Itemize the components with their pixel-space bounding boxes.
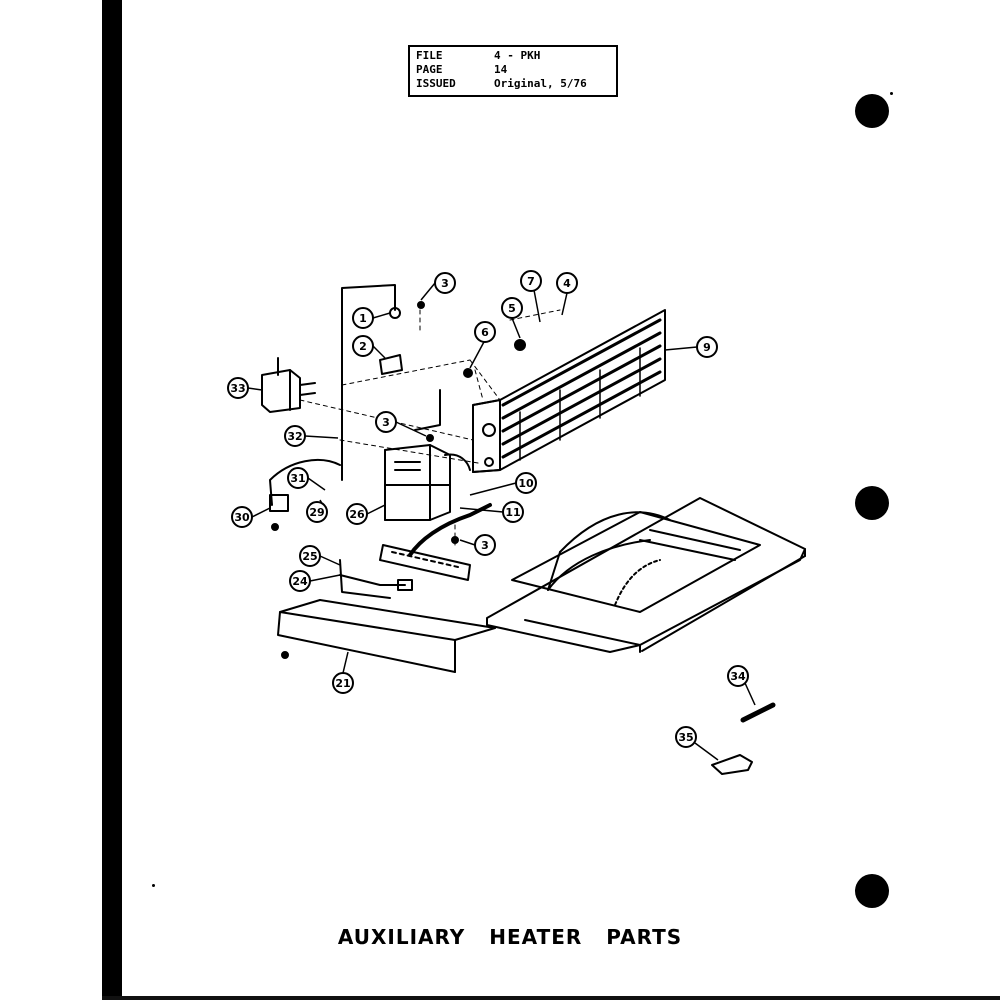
- callout-3c: 3: [459, 534, 496, 556]
- limit-switch: [269, 459, 341, 512]
- callout-26: 26: [346, 503, 386, 525]
- scan-speck: [890, 92, 893, 95]
- file-value: 4 - PKH: [494, 49, 541, 62]
- callout-3a: 3: [420, 272, 456, 301]
- binder-hole-top: [855, 94, 889, 128]
- callout-6: 6: [469, 321, 496, 369]
- callout-label-30: 30: [234, 511, 250, 524]
- callout-34: 34: [727, 665, 756, 706]
- callout-label-3: 3: [382, 416, 390, 429]
- callout-label-1: 1: [359, 312, 367, 325]
- callout-label-29: 29: [309, 506, 324, 519]
- callout-label-2: 2: [359, 340, 367, 353]
- callout-label-24: 24: [292, 575, 308, 588]
- issued-value: Original, 5/76: [494, 77, 587, 90]
- callout-label-33: 33: [230, 382, 245, 395]
- callout-label-3: 3: [441, 277, 449, 290]
- callout-5: 5: [501, 297, 523, 339]
- binder-hole-bottom: [855, 874, 889, 908]
- terminal-strip: [339, 544, 471, 599]
- callout-10: 10: [469, 472, 537, 496]
- callout-3b: 3: [375, 411, 427, 437]
- caption-word-2: HEATER: [489, 925, 583, 949]
- caption-word-3: PARTS: [606, 925, 683, 949]
- callout-label-32: 32: [287, 430, 302, 443]
- callouts: 1 2 3 3 3 4 5 6 7 9 10 11 21 24 25 26 29…: [227, 270, 756, 761]
- callout-11: 11: [459, 501, 524, 523]
- callout-label-34: 34: [730, 670, 746, 683]
- binding-strip: [102, 0, 122, 1000]
- page-row: PAGE 14: [416, 63, 610, 77]
- callout-4: 4: [556, 272, 578, 316]
- callout-1: 1: [352, 307, 391, 329]
- callout-label-7: 7: [527, 275, 535, 288]
- issued-row: ISSUED Original, 5/76: [416, 77, 610, 91]
- callout-label-31: 31: [290, 472, 305, 485]
- relay-box: [261, 357, 316, 413]
- callout-label-21: 21: [335, 677, 350, 690]
- file-info-box: FILE 4 - PKH PAGE 14 ISSUED Original, 5/…: [408, 45, 618, 97]
- issued-key: ISSUED: [416, 77, 456, 90]
- base-pan: [486, 497, 806, 653]
- callout-2: 2: [352, 335, 386, 359]
- callout-label-25: 25: [302, 550, 317, 563]
- callout-24: 24: [289, 570, 341, 592]
- diagram-caption: AUXILIARY HEATER PARTS: [250, 925, 770, 949]
- blower-housing: [511, 511, 761, 613]
- callout-35: 35: [675, 726, 719, 761]
- scan-speck: [152, 884, 155, 887]
- wiring-bundle: [408, 503, 492, 557]
- callout-25: 25: [299, 545, 341, 567]
- callout-label-11: 11: [505, 506, 520, 519]
- spare-clip: [711, 754, 753, 775]
- front-channel: [277, 599, 496, 673]
- callout-label-3: 3: [481, 539, 489, 552]
- spare-rod: [740, 702, 776, 723]
- callout-label-35: 35: [678, 731, 693, 744]
- callout-33: 33: [227, 377, 263, 399]
- callout-21: 21: [332, 651, 354, 694]
- callout-30: 30: [231, 506, 271, 528]
- file-key: FILE: [416, 49, 443, 62]
- callout-32: 32: [284, 425, 339, 447]
- callout-label-9: 9: [703, 341, 711, 354]
- callout-label-5: 5: [508, 302, 516, 315]
- page-key: PAGE: [416, 63, 443, 76]
- file-row: FILE 4 - PKH: [416, 49, 610, 63]
- bracket: [379, 354, 403, 375]
- wire: [414, 389, 441, 431]
- heater-coil-assembly: [472, 309, 666, 473]
- page-value: 14: [494, 63, 508, 76]
- callout-9: 9: [664, 336, 718, 358]
- caption-word-1: AUXILIARY: [337, 925, 466, 949]
- page-bottom-edge: [102, 996, 1000, 1000]
- callout-label-6: 6: [481, 326, 489, 339]
- callout-label-10: 10: [518, 477, 534, 490]
- control-box: [384, 444, 471, 521]
- callout-29: 29: [306, 499, 328, 523]
- callout-label-26: 26: [349, 508, 365, 521]
- callout-label-4: 4: [563, 277, 571, 290]
- callout-7: 7: [520, 270, 542, 323]
- callout-31: 31: [287, 467, 326, 491]
- binder-hole-middle: [855, 486, 889, 520]
